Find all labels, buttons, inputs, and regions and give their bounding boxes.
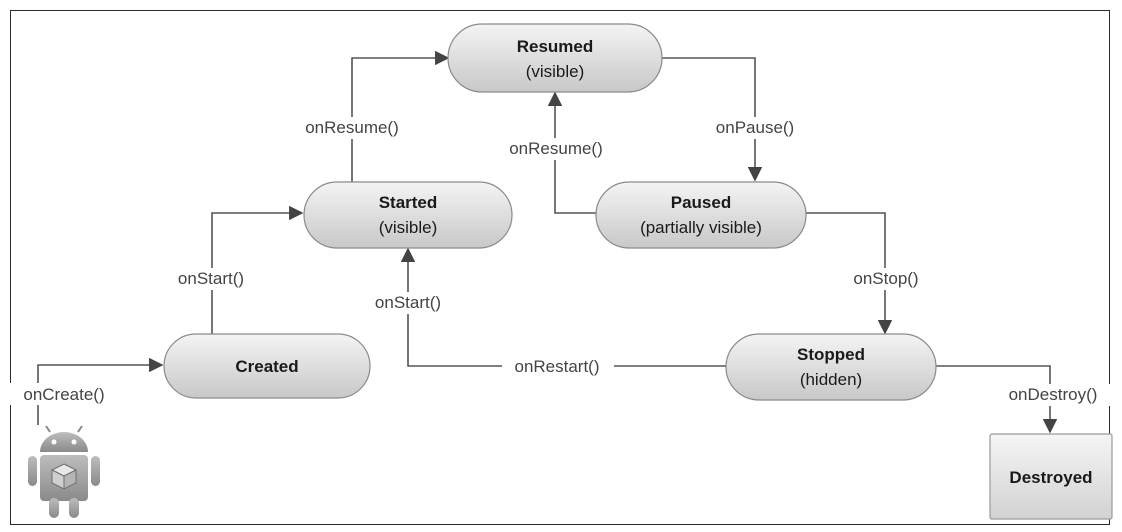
svg-text:onStart(): onStart() <box>375 293 441 312</box>
svg-text:onStart(): onStart() <box>178 269 244 288</box>
svg-text:onCreate(): onCreate() <box>23 385 104 404</box>
edge-onresume-1 <box>351 50 450 182</box>
svg-text:Destroyed: Destroyed <box>1009 468 1092 487</box>
svg-text:onResume(): onResume() <box>509 139 603 158</box>
label-oncreate: onCreate() <box>8 383 122 405</box>
node-destroyed: Destroyed <box>989 433 1113 520</box>
svg-text:(hidden): (hidden) <box>800 370 862 389</box>
edge-onstart-1 <box>211 205 304 334</box>
svg-text:onRestart(): onRestart() <box>514 357 599 376</box>
diagram-frame <box>10 10 1110 525</box>
label-ondestroy: onDestroy() <box>995 384 1113 406</box>
label-onpause: onPause() <box>705 117 805 139</box>
label-onstart-1: onStart() <box>164 268 258 290</box>
svg-text:(visible): (visible) <box>526 62 585 81</box>
node-stopped: Stopped (hidden) <box>725 333 937 401</box>
label-onstart-2: onStart() <box>364 292 454 314</box>
label-onstop: onStop() <box>842 268 930 290</box>
svg-text:(visible): (visible) <box>379 218 438 237</box>
svg-text:(partially visible): (partially visible) <box>640 218 762 237</box>
svg-text:onDestroy(): onDestroy() <box>1009 385 1098 404</box>
svg-text:Paused: Paused <box>671 193 731 212</box>
svg-text:onPause(): onPause() <box>716 118 794 137</box>
svg-text:Resumed: Resumed <box>517 37 594 56</box>
svg-text:Started: Started <box>379 193 438 212</box>
edge-onresume-2 <box>547 91 596 214</box>
svg-text:onStop(): onStop() <box>853 269 918 288</box>
node-resumed: Resumed (visible) <box>447 23 663 93</box>
edge-onrestart <box>400 247 726 367</box>
label-onresume-2: onResume() <box>498 138 614 160</box>
node-started: Started (visible) <box>303 181 513 249</box>
android-robot-icon <box>28 425 100 518</box>
edge-onpause <box>662 57 763 182</box>
node-created: Created <box>163 333 371 399</box>
label-onrestart: onRestart() <box>502 356 614 378</box>
node-paused: Paused (partially visible) <box>595 181 807 249</box>
svg-text:Stopped: Stopped <box>797 345 865 364</box>
svg-text:Created: Created <box>235 357 298 376</box>
svg-text:onResume(): onResume() <box>305 118 399 137</box>
edge-onstop <box>806 212 893 335</box>
edge-ondestroy <box>936 365 1058 434</box>
label-onresume-1: onResume() <box>294 117 410 139</box>
